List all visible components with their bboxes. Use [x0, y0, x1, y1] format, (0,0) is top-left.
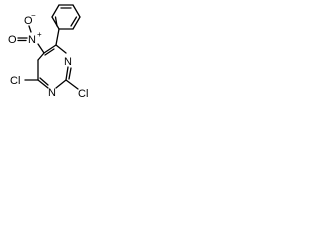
- nitro-oxygen-1-label: O: [24, 15, 33, 27]
- pyrimidine-double-c6-c5: [44, 48, 55, 56]
- phenyl-bond-5: [51, 16, 60, 30]
- pyrimidine-ring: [37, 44, 72, 89]
- nitro-bond: [37, 43, 45, 54]
- pyrimidine-bond-c6-n1: [55, 44, 67, 54]
- nitro-nitrogen-charge: +: [37, 30, 42, 39]
- chloro-bond-c2: [65, 79, 79, 90]
- pyrimidine-bond-c2-n3: [55, 79, 67, 89]
- nitro-nitrogen-label: N: [28, 34, 36, 46]
- chemical-structure-diagram: O − N + O N N Cl Cl: [8, 4, 88, 100]
- nitro-n-o-bond-1: [28, 25, 32, 33]
- phenyl-pyrimidine-bond: [55, 28, 60, 46]
- phenyl-bond-6: [51, 4, 60, 18]
- nitro-oxygen-2-label: O: [8, 34, 17, 46]
- pyrimidine-n3-label: N: [48, 87, 56, 99]
- pyrimidine-bond-n1-c2: [65, 66, 69, 81]
- pyrimidine-double-n1-c2: [68, 67, 72, 80]
- phenyl-double-bond-3: [54, 16, 58, 27]
- pyrimidine-bond-n3-c4: [37, 79, 49, 89]
- phenyl-double-bond-2: [70, 16, 78, 27]
- pyrimidine-double-n3-c4: [39, 77, 49, 86]
- phenyl-bond-2: [72, 4, 81, 18]
- chlorine-c4-label: Cl: [10, 75, 20, 87]
- pyrimidine-bond-c5: [37, 52, 45, 61]
- pyrimidine-bond-c6-c5: [43, 44, 57, 54]
- chlorine-c2-label: Cl: [78, 88, 88, 100]
- pyrimidine-n1-label: N: [64, 56, 72, 68]
- phenyl-bond-3: [72, 16, 81, 30]
- phenyl-ring: [51, 4, 81, 30]
- nitro-oxygen-charge: −: [31, 11, 36, 20]
